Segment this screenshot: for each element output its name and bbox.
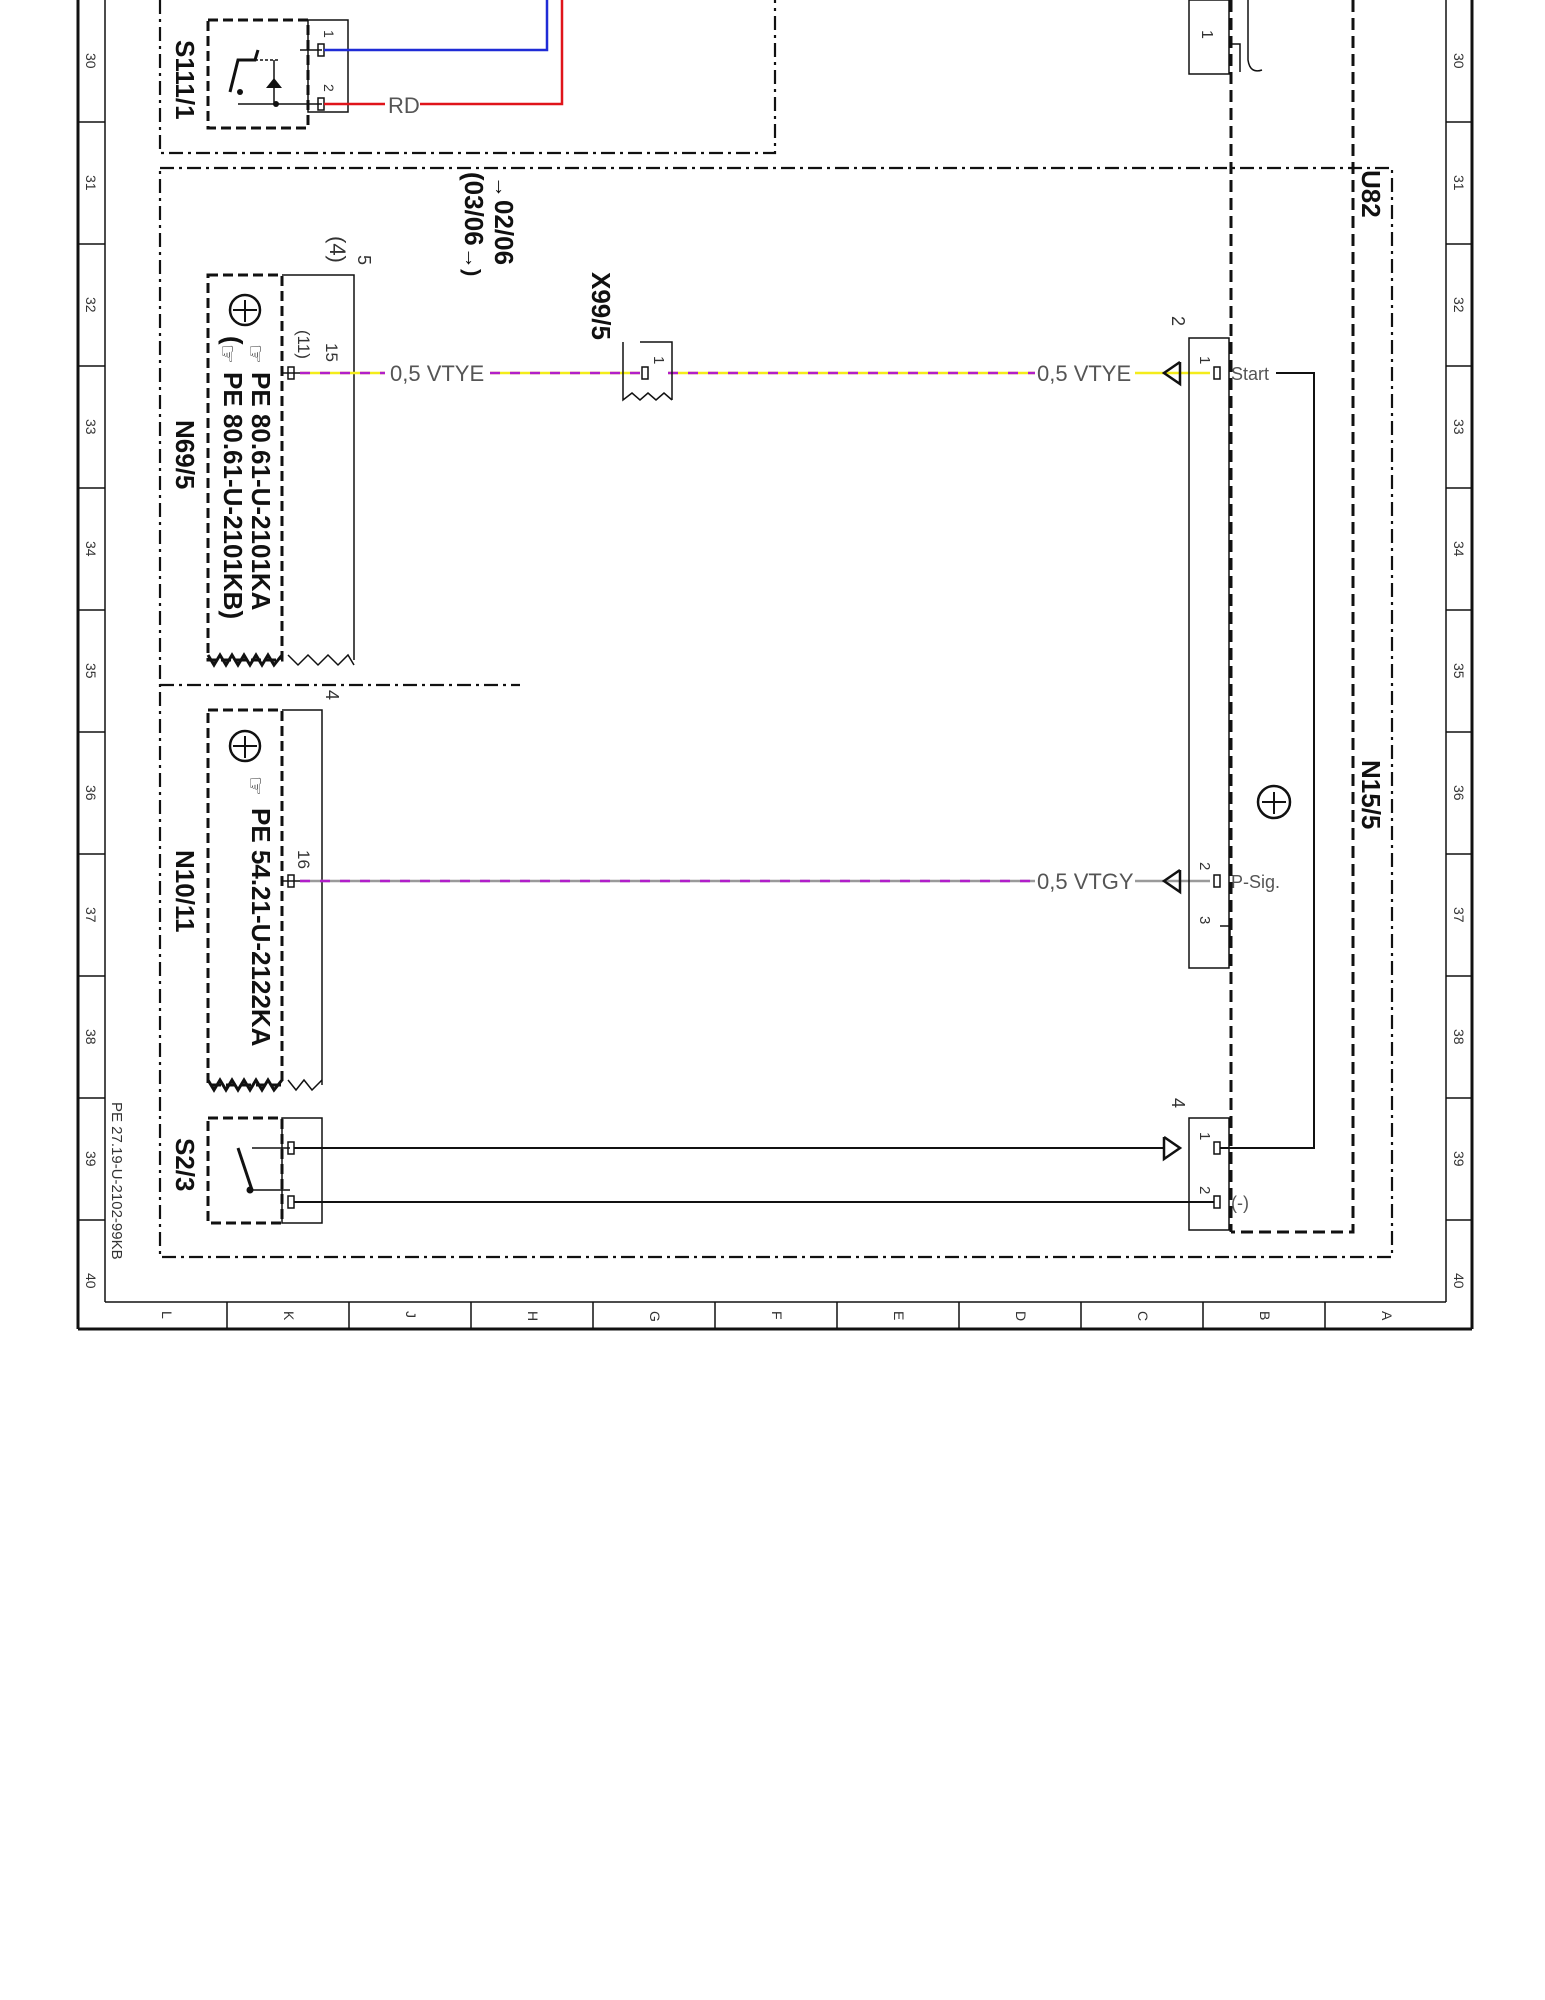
row-number-label: 34: [1451, 541, 1467, 557]
s111-pin1: 1: [321, 30, 337, 38]
n69-module: [206, 273, 355, 668]
column-letter-label: D: [1013, 1311, 1029, 1321]
top-right-pin: 1: [1198, 30, 1215, 39]
hand-icon: ☞: [214, 344, 239, 364]
vtye-left-label: 0,5 VTYE: [390, 361, 484, 386]
start-loop-wire: [1220, 372, 1315, 1149]
n69-pin11: (11): [294, 330, 313, 359]
n15-transistor: [1256, 784, 1292, 820]
n69-pin4: (4): [325, 236, 350, 263]
column-letter-label: B: [1257, 1311, 1273, 1320]
top-right-connector: [1188, 0, 1263, 75]
n15-arrows: [1161, 360, 1183, 1162]
column-letter-label: C: [1135, 1311, 1151, 1321]
boundary-lines: [158, 0, 1394, 1259]
minus-label: (-): [1231, 1193, 1249, 1213]
drawing-frame: [76, 0, 1474, 1331]
s111-pin2: 2: [321, 84, 337, 92]
row-number-label: 30: [1451, 53, 1467, 69]
column-ticks: [226, 1302, 1326, 1329]
u82-id: U82: [1356, 170, 1386, 218]
vtgy-label: 0,5 VTGY: [1037, 869, 1134, 894]
n69-pin5: 5: [354, 255, 374, 265]
row-number-label: 33: [83, 419, 99, 435]
row-number-label: 31: [1451, 175, 1467, 191]
row-number-label: 39: [83, 1151, 99, 1167]
n69-ref1: PE 80.61-U-2101KA: [246, 372, 276, 611]
row-number-label: 35: [83, 663, 99, 679]
row-number-label: 30: [83, 53, 99, 69]
s111-id: S111/1: [170, 40, 200, 120]
start-label: Start: [1231, 364, 1269, 384]
row-number-label: 40: [1451, 1273, 1467, 1289]
date-note-line2: (03/06: [459, 172, 489, 246]
n15-pin3: 3: [1196, 916, 1213, 924]
x99-id: X99/5: [586, 272, 616, 340]
row-number-label: 39: [1451, 1151, 1467, 1167]
n69-id: N69/5: [170, 420, 200, 489]
n15-id: N15/5: [1356, 760, 1386, 829]
row-ticks: [78, 121, 1472, 1221]
n10-ref: PE 54.21-U-2122KA: [246, 808, 276, 1047]
row-number-label: 33: [1451, 419, 1467, 435]
n15-pin1: 1: [1196, 356, 1213, 364]
row-number-label: 36: [1451, 785, 1467, 801]
n15-pin1b: 1: [1196, 1132, 1213, 1140]
date-arrow-back: →): [460, 247, 485, 276]
row-number-label: 37: [1451, 907, 1467, 923]
n15-pin2b: 2: [1196, 1186, 1213, 1194]
row-number-label: 38: [83, 1029, 99, 1045]
column-letter-label: F: [769, 1311, 785, 1320]
frame-inner: [104, 0, 1447, 1303]
s2-id: S2/3: [170, 1138, 200, 1192]
s2-wires: [294, 1147, 1214, 1203]
row-number-label: 37: [83, 907, 99, 923]
s2-switch: [206, 1116, 323, 1225]
s111-wires: [324, 0, 564, 106]
row-number-label: 35: [1451, 663, 1467, 679]
rd-wire-label: RD: [388, 93, 420, 118]
row-number-label: 32: [83, 297, 99, 313]
n10-pin4: 4: [322, 690, 342, 700]
n69-ref2: PE 80.61-U-2101KB): [218, 372, 248, 619]
x99-pin: 1: [650, 356, 667, 364]
vtye-right-label: 0,5 VTYE: [1037, 361, 1131, 386]
document-reference: PE 27.19-U-2102-99KB: [108, 1102, 125, 1260]
date-note-line1: 02/06: [489, 200, 519, 265]
column-letter-label: L: [159, 1311, 175, 1319]
x99-connector: [622, 341, 673, 402]
n69-ref2-open: (: [218, 336, 248, 345]
hand-icon: ☞: [242, 776, 267, 796]
column-letter-label: J: [403, 1311, 419, 1318]
row-number-label: 32: [1451, 297, 1467, 313]
n10-pin16: 16: [294, 850, 313, 869]
row-number-label: 36: [83, 785, 99, 801]
n15-conn4: 4: [1168, 1098, 1188, 1108]
n10-module: [206, 708, 323, 1093]
n10-id: N10/11: [170, 850, 200, 932]
row-number-label: 40: [83, 1273, 99, 1289]
row-number-label: 31: [83, 175, 99, 191]
n15-connector-upper: [1188, 337, 1231, 969]
row-number-label: 34: [83, 541, 99, 557]
n69-pin-socket: [282, 366, 300, 380]
n15-pin2: 2: [1196, 862, 1213, 870]
column-letter-label: K: [281, 1311, 297, 1321]
date-arrow-forward: →: [490, 176, 515, 198]
column-letter-label: G: [647, 1311, 663, 1322]
column-letter-label: E: [891, 1311, 907, 1320]
n15-boundary: [1229, 0, 1355, 1234]
psig-label: P-Sig.: [1231, 872, 1280, 892]
column-letter-label: H: [525, 1311, 541, 1321]
n15-conn2: 2: [1168, 316, 1188, 326]
column-letter-label: A: [1379, 1311, 1395, 1321]
row-number-label: 38: [1451, 1029, 1467, 1045]
hand-icon: ☞: [242, 344, 267, 364]
n69-pin15: 15: [322, 343, 341, 362]
